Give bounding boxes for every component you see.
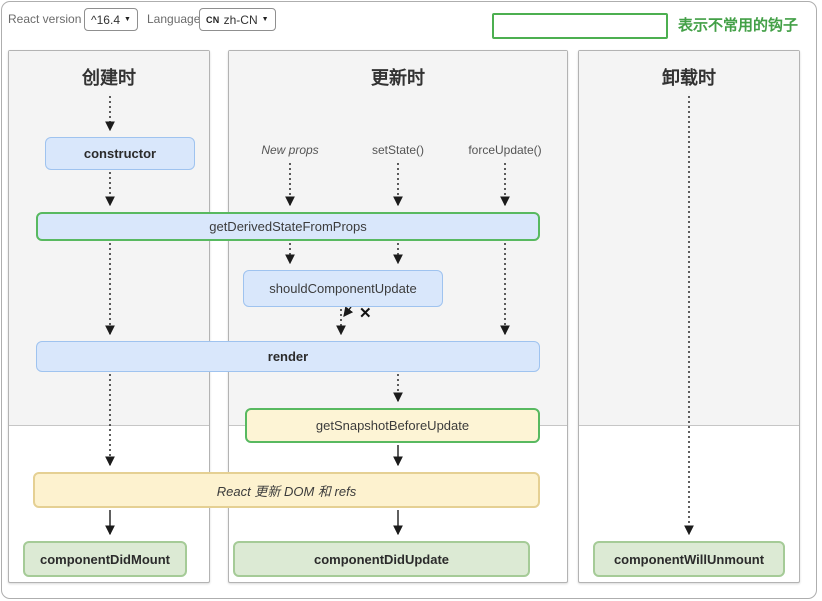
- language-value: zh-CN: [223, 12, 258, 27]
- update-cancelled-x-mark: ✕: [359, 305, 372, 322]
- react-version-label: React version: [8, 12, 82, 26]
- column-unmounting: 卸载时: [578, 50, 800, 583]
- chevron-down-icon: ▼: [261, 16, 269, 23]
- hook-constructor[interactable]: constructor: [45, 137, 195, 170]
- uncommon-hook-swatch: [492, 13, 668, 39]
- trigger-force-update: forceUpdate(): [468, 143, 542, 157]
- uncommon-hook-legend-label: 表示不常用的钩子: [678, 17, 799, 34]
- column-unmounting-title: 卸载时: [662, 68, 716, 88]
- hook-get-derived-state-from-props[interactable]: getDerivedStateFromProps: [36, 212, 540, 241]
- render-phase-background: [579, 51, 799, 426]
- column-updating-title: 更新时: [371, 68, 425, 88]
- react-updates-dom-step: React 更新 DOM 和 refs: [33, 472, 540, 508]
- react-version-value: ^16.4: [91, 12, 120, 27]
- column-mounting-title: 创建时: [82, 68, 136, 88]
- hook-component-did-mount[interactable]: componentDidMount: [23, 541, 187, 577]
- language-flag-badge: CN: [206, 14, 220, 25]
- language-select[interactable]: CN zh-CN ▼: [199, 8, 276, 31]
- trigger-new-props: New props: [261, 143, 319, 157]
- react-version-select[interactable]: ^16.4 ▼: [84, 8, 138, 31]
- language-label: Language: [147, 12, 201, 26]
- hook-get-snapshot-before-update[interactable]: getSnapshotBeforeUpdate: [245, 408, 540, 443]
- hook-render[interactable]: render: [36, 341, 540, 372]
- hook-component-will-unmount[interactable]: componentWillUnmount: [593, 541, 785, 577]
- trigger-set-state: setState(): [371, 143, 425, 157]
- hook-should-component-update[interactable]: shouldComponentUpdate: [243, 270, 443, 307]
- chevron-down-icon: ▼: [124, 16, 131, 23]
- hook-component-did-update[interactable]: componentDidUpdate: [233, 541, 530, 577]
